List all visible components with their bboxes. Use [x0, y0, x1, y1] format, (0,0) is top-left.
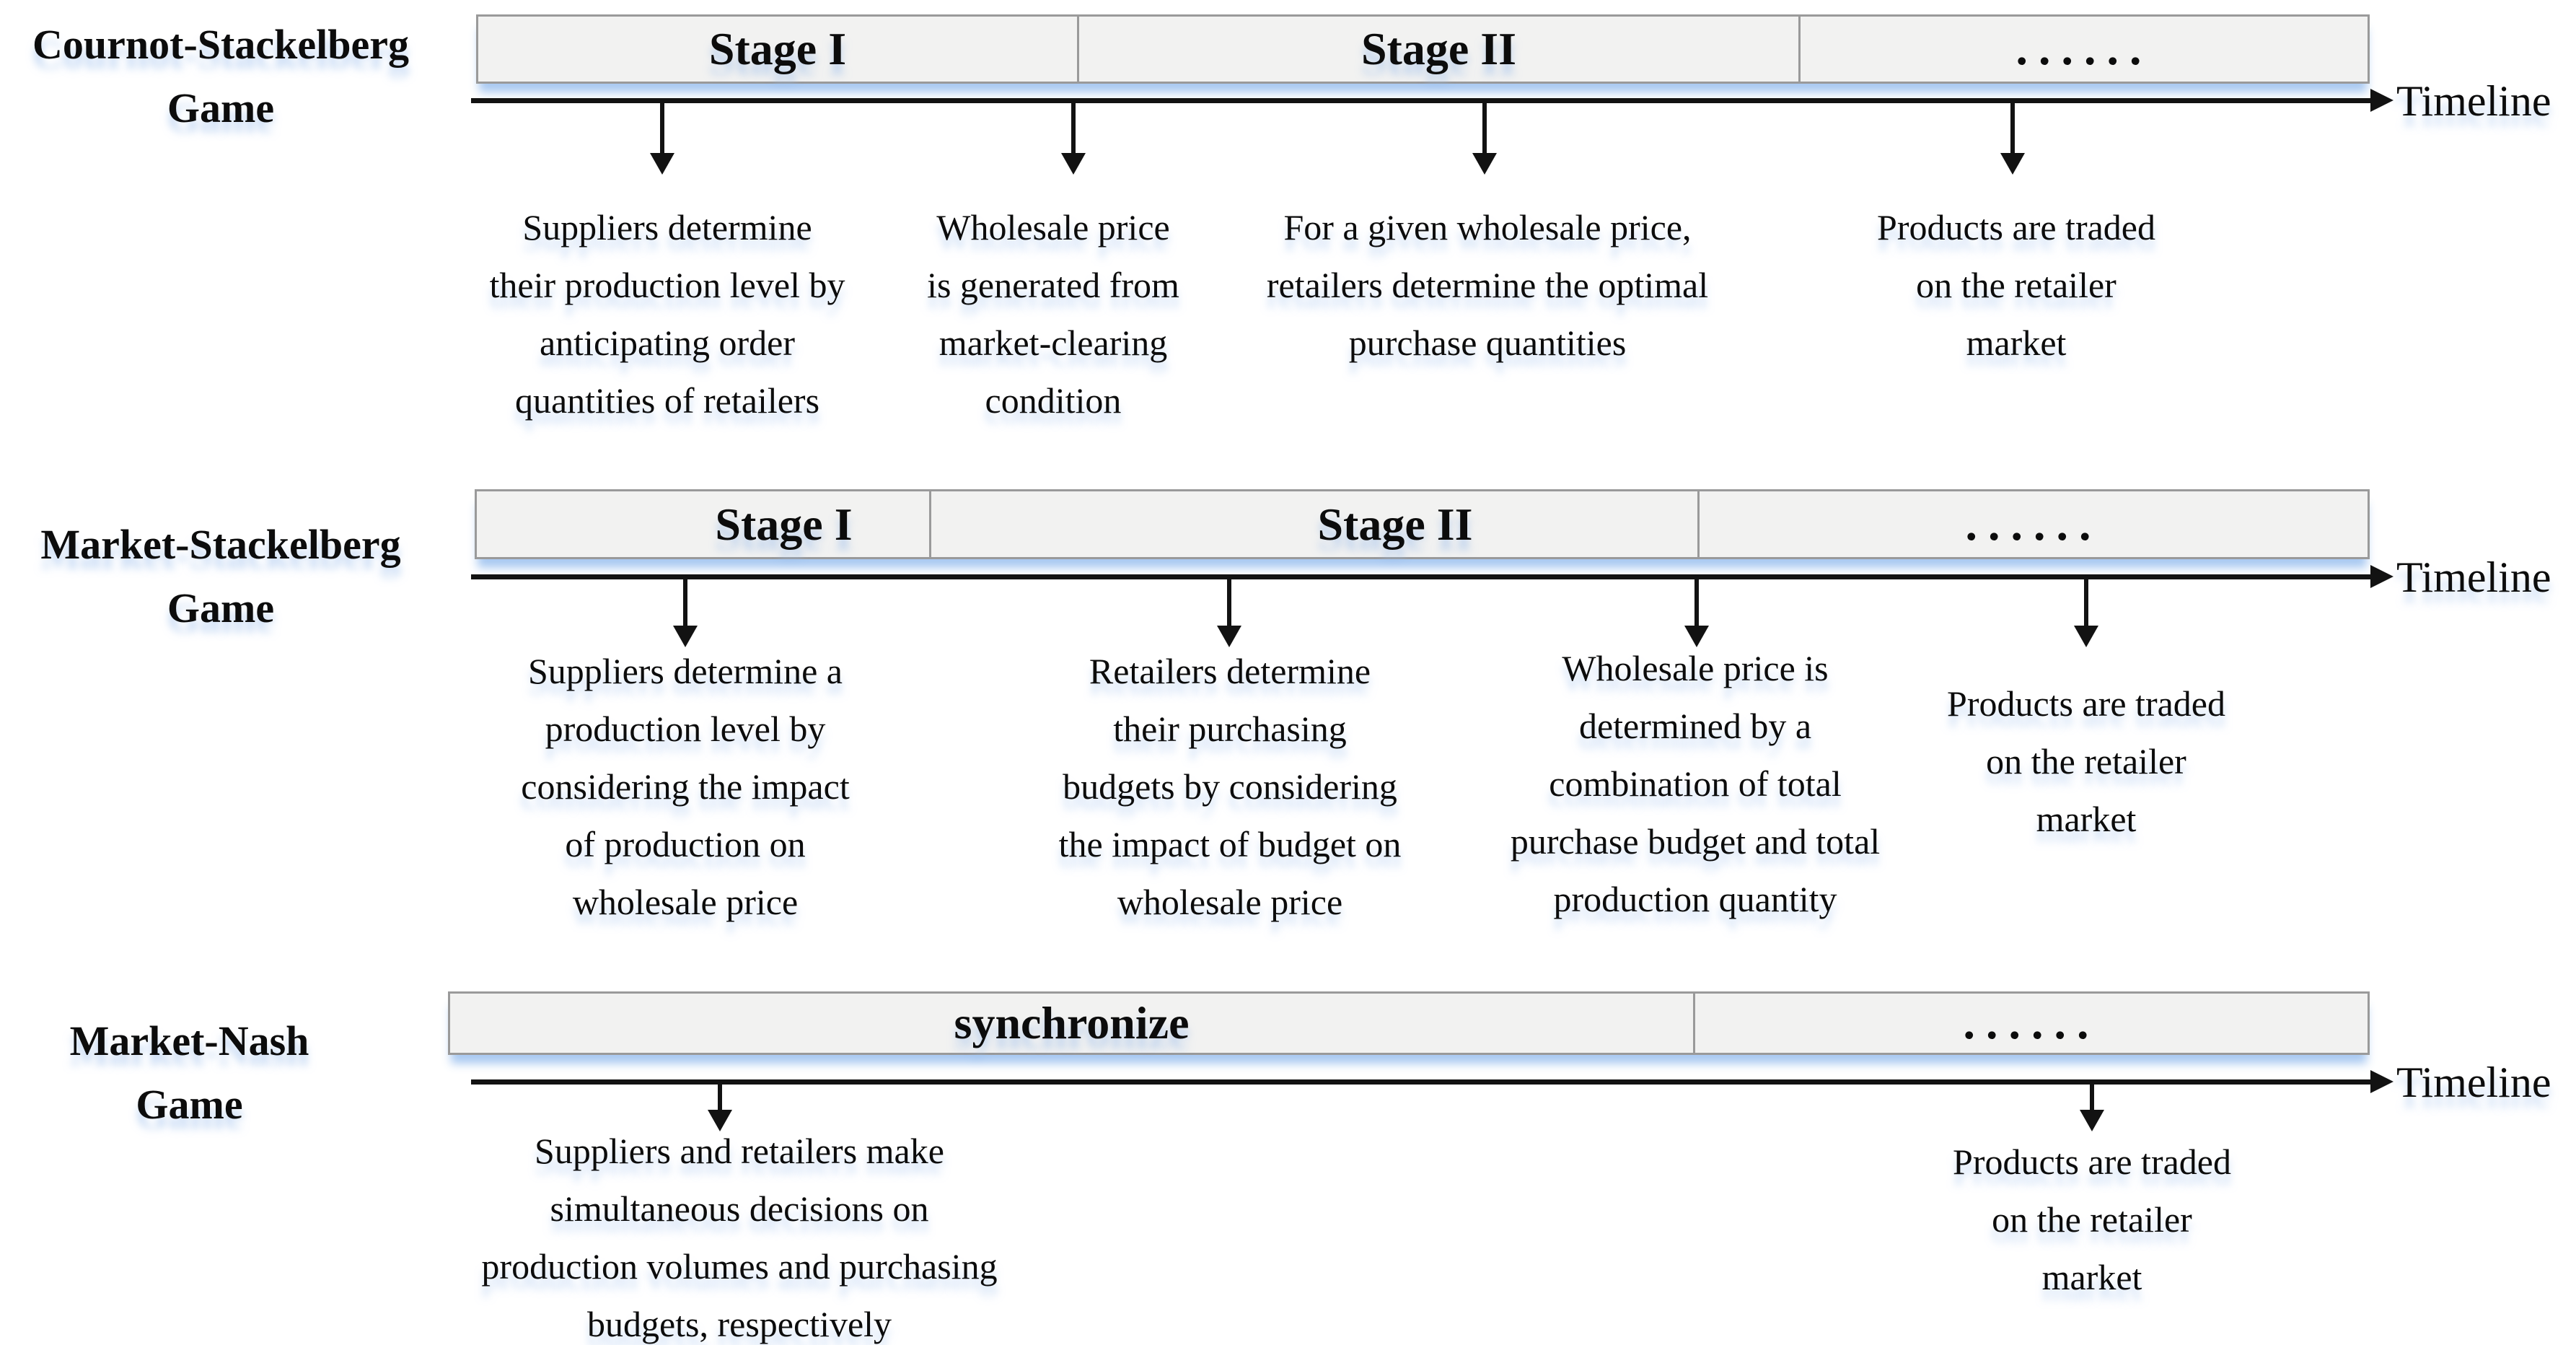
annotation-line: market: [1966, 323, 2067, 363]
annotation-line: budgets, respectively: [586, 1304, 892, 1344]
stage-bar: Stage I Stage II ......: [475, 489, 2370, 559]
annotation-line: Suppliers determine: [522, 207, 812, 247]
ellipsis-dots-label: ......: [1963, 996, 2100, 1049]
annotation-line: is generated from: [927, 265, 1179, 305]
annotation-line: purchase quantities: [1348, 323, 1627, 363]
stage-box-stage2: Stage II: [929, 491, 1697, 557]
annotation-line: production level by: [545, 709, 826, 749]
annotation-line: purchase budget and total: [1510, 821, 1881, 862]
annotation-line: wholesale price: [572, 882, 799, 922]
down-arrow-icon: [2090, 1084, 2094, 1110]
annotation-line: market: [2036, 799, 2137, 839]
down-arrow-icon: [660, 102, 664, 153]
ellipsis-dots-label: ......: [1965, 497, 2102, 551]
annotation-line: Products are traded: [1877, 207, 2155, 247]
annotation-line: determined by a: [1578, 706, 1812, 746]
annotation-block: Products are traded on the retailer mark…: [1947, 675, 2225, 848]
stage-box-stage2: Stage II: [1077, 17, 1798, 82]
annotation-line: of production on: [565, 824, 806, 864]
annotation-line: Products are traded: [1947, 683, 2225, 724]
annotation-block: Suppliers and retailers make simultaneou…: [481, 1122, 997, 1345]
annotation-line: Wholesale price: [936, 207, 1170, 247]
annotation-block: Products are traded on the retailer mark…: [1953, 1133, 2231, 1306]
annotation-line: their production level by: [489, 265, 845, 305]
game-title-market-nash: Market-Nash Game: [0, 1009, 379, 1136]
ellipsis-dots-label: ......: [2015, 22, 2153, 75]
annotation-block: Retailers determine their purchasing bud…: [1059, 642, 1402, 931]
annotation-line: market: [2041, 1257, 2142, 1297]
annotation-block: For a given wholesale price, retailers d…: [1267, 198, 1708, 372]
timeline-axis: [471, 565, 2393, 588]
annotation-line: Products are traded: [1953, 1142, 2231, 1182]
down-arrow-icon: [2084, 579, 2088, 626]
stage-box-ellipsis: ......: [1798, 17, 2368, 82]
annotation-line: considering the impact: [521, 766, 850, 807]
timeline-axis: [471, 89, 2393, 112]
stage-box-stage1: Stage I: [477, 491, 929, 557]
stage-label: synchronize: [954, 997, 1190, 1048]
annotation-line: the impact of budget on: [1058, 824, 1402, 864]
timeline-axis-label: Timeline: [2396, 1059, 2551, 1106]
stage-box-stage1: Stage I: [478, 17, 1077, 82]
annotation-line: condition: [985, 380, 1122, 421]
down-arrow-icon: [683, 579, 687, 626]
annotation-line: Suppliers determine a: [527, 651, 843, 691]
annotation-line: quantities of retailers: [514, 380, 820, 421]
down-arrow-icon: [1227, 579, 1231, 626]
annotation-line: combination of total: [1549, 763, 1842, 804]
game-title-line: Cournot-Stackelberg: [32, 21, 409, 68]
annotation-line: production quantity: [1553, 879, 1837, 919]
stage-bar: Stage I Stage II ......: [476, 14, 2370, 84]
game-title-line: Market-Nash: [69, 1017, 309, 1064]
game-title-market-stackelberg: Market-Stackelberg Game: [4, 513, 437, 640]
down-arrow-icon: [1071, 102, 1076, 153]
annotation-line: Retailers determine: [1089, 651, 1371, 691]
annotation-line: For a given wholesale price,: [1283, 207, 1692, 247]
game-title-cournot-stackelberg: Cournot-Stackelberg Game: [4, 13, 437, 140]
annotation-block: Products are traded on the retailer mark…: [1877, 198, 2155, 372]
down-arrow-icon: [718, 1084, 722, 1110]
annotation-line: market-clearing: [938, 323, 1168, 363]
annotation-line: Suppliers and retailers make: [535, 1131, 944, 1171]
annotation-line: anticipating order: [539, 323, 796, 363]
annotation-line: on the retailer: [1916, 265, 2116, 305]
stage-label: Stage II: [1360, 23, 1517, 74]
game-title-line: Game: [167, 84, 275, 131]
stage-bar: synchronize ......: [448, 991, 2370, 1055]
annotation-block: Suppliers determine a production level b…: [521, 642, 849, 931]
game-title-line: Game: [167, 584, 275, 631]
annotation-line: wholesale price: [1117, 882, 1343, 922]
stage-label: Stage II: [1317, 498, 1473, 550]
down-arrow-icon: [2010, 102, 2015, 153]
timeline-axis: [471, 1070, 2393, 1093]
annotation-line: Wholesale price is: [1562, 648, 1829, 688]
annotation-line: budgets by considering: [1063, 766, 1397, 807]
annotation-block: Wholesale price is determined by a combi…: [1511, 639, 1880, 928]
game-title-line: Market-Stackelberg: [40, 521, 401, 568]
timeline-axis-label: Timeline: [2396, 77, 2551, 125]
annotation-line: simultaneous decisions on: [550, 1188, 929, 1229]
annotation-line: retailers determine the optimal: [1266, 265, 1709, 305]
stage-box-synchronize: synchronize: [450, 994, 1693, 1053]
annotation-line: on the retailer: [1992, 1199, 2192, 1240]
timeline-axis-label: Timeline: [2396, 553, 2551, 601]
stage-label: Stage I: [715, 498, 853, 550]
stage-box-ellipsis: ......: [1693, 994, 2368, 1053]
down-arrow-icon: [1694, 579, 1699, 626]
annotation-block: Suppliers determine their production lev…: [490, 198, 845, 429]
annotation-line: their purchasing: [1113, 709, 1347, 749]
stage-label: Stage I: [708, 23, 847, 74]
stage-box-ellipsis: ......: [1697, 491, 2368, 557]
annotation-block: Wholesale price is generated from market…: [927, 198, 1179, 429]
game-title-line: Game: [136, 1081, 243, 1128]
annotation-line: on the retailer: [1986, 741, 2186, 781]
down-arrow-icon: [1482, 102, 1487, 153]
annotation-line: production volumes and purchasing: [481, 1246, 998, 1287]
